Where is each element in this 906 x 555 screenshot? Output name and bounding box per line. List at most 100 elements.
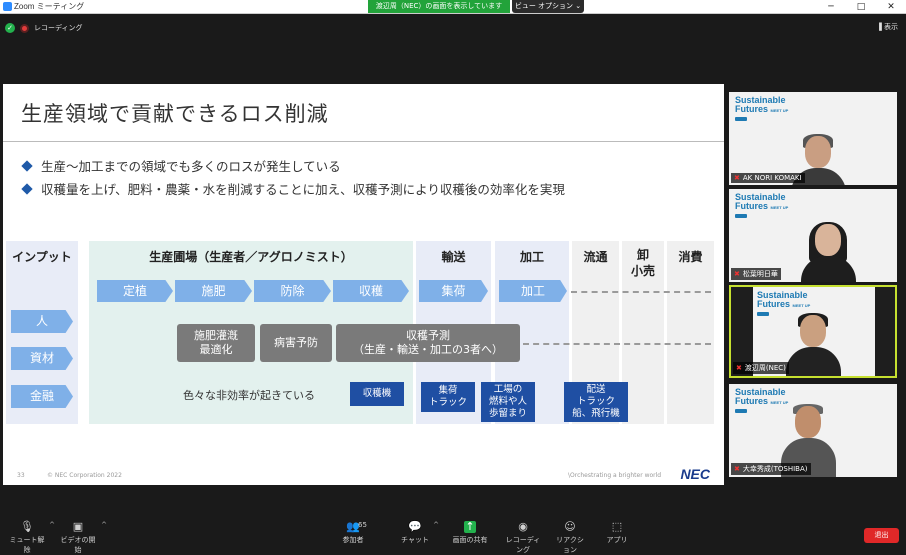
dashed-forecast-line [523, 343, 711, 345]
meeting-toolbar: 🎙 ミュート解除 ^ ▣ ビデオの開始 ^ 👥 65 参加者 💬 チャット ^ … [0, 517, 906, 554]
participant-name-tag: ✖渡辺周(NEC) [733, 362, 789, 374]
screen-share-banner: 渡辺周（NEC）の画面を表示しています [368, 0, 510, 13]
nec-logo: NEC [680, 466, 710, 482]
chevron-up-icon[interactable]: ^ [101, 521, 107, 529]
recording-icon [20, 23, 29, 33]
participant-name: 松葉明日華 [742, 270, 778, 278]
step-planting: 定植 [97, 280, 173, 302]
display-label: 表示 [884, 23, 898, 31]
record-icon: ◉ [518, 520, 528, 533]
step-collection: 集荷 [419, 280, 488, 302]
apps-label: アプリ [606, 536, 628, 544]
bullet-item: 収穫量を上げ、肥料・農薬・水を削減することに加え、収穫予測により収穫後の効率化を… [21, 179, 565, 198]
security-shield-icon[interactable]: ✓ [5, 23, 15, 33]
header-input: インプット [12, 250, 72, 264]
input-finance: 金融 [11, 385, 73, 408]
maximize-button[interactable]: □ [856, 2, 866, 12]
bullet-item: 生産～加工までの領域でも多くのロスが発生している [21, 156, 341, 175]
leave-button[interactable]: 退出 [864, 528, 899, 543]
unmute-label: ミュート解除 [9, 536, 45, 554]
reactions-button[interactable]: ☺ リアクション [553, 521, 587, 555]
input-materials: 資材 [11, 347, 73, 370]
participants-label: 参加者 [342, 536, 364, 544]
apps-button[interactable]: ⬚ アプリ [605, 521, 629, 545]
shared-slide: 生産領域で貢献できるロス削減 生産～加工までの領域でも多くのロスが発生している … [3, 84, 724, 485]
tagline: \Orchestrating a brighter world [568, 472, 662, 479]
step-harvest: 収穫 [333, 280, 409, 302]
header-processing: 加工 [519, 250, 544, 264]
record-label: レコーディング [505, 536, 541, 554]
participant-name: 渡辺周(NEC) [744, 364, 786, 372]
minimize-button[interactable]: ─ [828, 2, 834, 12]
callout-harvester: 収穫機 [350, 382, 404, 406]
mic-muted-icon: ✖ [734, 465, 740, 473]
participant-name-tag: ✖大幸秀成(TOSHIBA) [731, 463, 811, 475]
reactions-icon: ☺ [564, 520, 576, 533]
window-controls: ─ □ ✕ [816, 0, 906, 14]
header-farm: 生産圃場（生産者／アグロノミスト） [149, 250, 353, 264]
recording-indicator: ✓ レコーディング [5, 20, 83, 36]
callout-collection-truck: 集荷 トラック [421, 382, 475, 412]
recording-label: レコーディング [34, 24, 83, 32]
share-screen-icon: ↑ [464, 520, 476, 533]
display-icon: ▐ [876, 23, 884, 31]
display-toggle-button[interactable]: ▐ 表示 [876, 22, 898, 32]
wholesale-column-bg [622, 241, 664, 424]
inefficiency-label: 色々な非効率が起きている [183, 389, 315, 402]
bullet-text: 収穫量を上げ、肥料・農薬・水を削減することに加え、収穫予測により収穫後の効率化を… [41, 182, 565, 197]
participant-name-tag: ✖松葉明日華 [731, 268, 781, 280]
slide-title: 生産領域で貢献できるロス削減 [21, 102, 329, 126]
start-video-button[interactable]: ▣ ビデオの開始 ^ [58, 521, 108, 555]
participants-button[interactable]: 👥 65 参加者 [338, 521, 368, 545]
step-processing: 加工 [499, 280, 567, 302]
mic-muted-icon: ✖ [734, 174, 740, 182]
callout-factory: 工場の 燃料や人 歩留まり [481, 382, 535, 422]
unmute-button[interactable]: 🎙 ミュート解除 ^ [8, 520, 56, 555]
header-wholesale: 卸 小売 [630, 248, 655, 278]
chat-label: チャット [401, 536, 429, 544]
step-fertilizing: 施肥 [175, 280, 252, 302]
participants-count: 65 [358, 521, 367, 529]
copyright: © NEC Corporation 2022 [47, 472, 122, 479]
consumption-column-bg [667, 241, 714, 424]
title-divider [3, 141, 724, 142]
view-options-button[interactable]: ビュー オプション ⌄ [512, 0, 584, 13]
record-button[interactable]: ◉ レコーディング [503, 521, 543, 555]
start-video-label: ビデオの開始 [60, 536, 96, 554]
share-screen-button[interactable]: ↑ 画面の共有 [452, 521, 488, 545]
window-title: Zoom ミーティング [14, 2, 85, 11]
solution-fertigation: 施肥灌漑 最適化 [177, 324, 255, 362]
close-button[interactable]: ✕ [887, 2, 895, 12]
chevron-up-icon[interactable]: ^ [433, 521, 439, 529]
mic-muted-icon: ✖ [736, 364, 742, 372]
chat-icon: 💬 [408, 520, 422, 533]
diamond-bullet-icon [21, 182, 33, 195]
header-transport: 輸送 [441, 250, 466, 264]
bullet-text: 生産～加工までの領域でも多くのロスが発生している [41, 159, 341, 174]
chat-button[interactable]: 💬 チャット ^ [400, 520, 439, 545]
solution-disease-prevention: 病害予防 [260, 324, 332, 362]
page-number: 33 [17, 472, 25, 479]
participant-video [786, 313, 841, 376]
input-people: 人 [11, 310, 73, 333]
callout-delivery: 配送 トラック 船、飛行機 [564, 382, 628, 422]
participant-video [801, 222, 856, 282]
zoom-logo-icon [3, 2, 12, 11]
mic-muted-icon: ✖ [734, 270, 740, 278]
header-distribution: 流通 [583, 250, 608, 264]
share-screen-label: 画面の共有 [452, 536, 488, 544]
mic-off-icon: 🎙 [20, 520, 34, 533]
reactions-label: リアクション [556, 536, 584, 554]
chevron-up-icon[interactable]: ^ [49, 521, 55, 529]
participant-name: AK NORI KOMAKI [742, 174, 802, 182]
header-consumption: 消費 [678, 250, 703, 264]
solution-harvest-forecast: 収穫予測 （生産・輸送・加工の3者へ） [336, 324, 520, 362]
